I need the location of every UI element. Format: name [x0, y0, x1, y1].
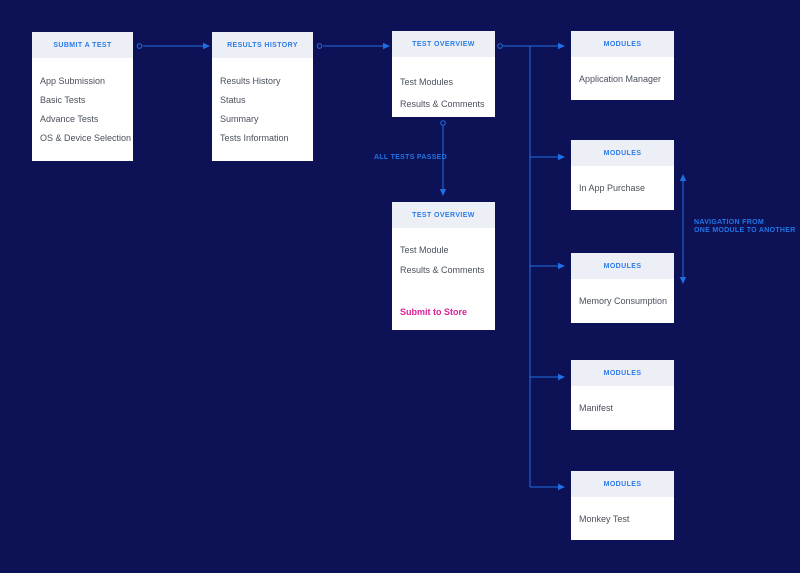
node-item-list: App Submission Basic Tests Advance Tests… — [32, 58, 133, 144]
module-label: In App Purchase — [579, 182, 646, 193]
connector-branch-in-app-purchase — [530, 153, 565, 161]
node-title: TEST OVERVIEW — [412, 40, 475, 48]
connector-branch-manifest — [530, 373, 565, 381]
node-body: In App Purchase — [571, 166, 674, 209]
module-label: Application Manager — [579, 73, 662, 84]
node-body: Monkey Test — [571, 497, 674, 540]
node-title: MODULES — [603, 149, 642, 157]
node-header: MODULES — [571, 471, 674, 497]
node-item: Advance Tests — [40, 114, 99, 124]
node-item: Test Modules — [400, 77, 454, 87]
connector-branch-memory-consumption — [530, 262, 565, 270]
node-header: RESULTS HISTORY — [212, 32, 313, 58]
node-title: SUBMIT A TEST — [53, 41, 112, 49]
node-header: SUBMIT A TEST — [32, 32, 133, 58]
node-item: Summary — [220, 114, 259, 124]
module-label: Manifest — [579, 402, 614, 413]
node-item: App Submission — [40, 76, 106, 86]
node-title: MODULES — [603, 369, 642, 377]
submit-to-store-label: Submit to Store — [400, 307, 467, 317]
connector-overview-to-modules — [497, 42, 565, 50]
node-item: Results & Comments — [400, 99, 485, 109]
connector-all-tests-passed — [439, 120, 447, 196]
node-item: Basic Tests — [40, 95, 86, 105]
node-module-in-app-purchase: MODULES In App Purchase — [571, 140, 674, 210]
node-module-monkey-test: MODULES Monkey Test — [571, 471, 674, 540]
node-item-list: Test Modules Results & Comments — [392, 57, 495, 110]
node-title: MODULES — [603, 480, 642, 488]
module-navigation-label-line1: NAVIGATION FROM — [694, 219, 764, 226]
node-header: MODULES — [571, 31, 674, 57]
node-title: MODULES — [603, 262, 642, 270]
node-header: MODULES — [571, 253, 674, 279]
connector-results-to-overview — [316, 42, 390, 50]
node-results-history: RESULTS HISTORY Results History Status S… — [212, 32, 313, 161]
node-item: Status — [220, 95, 246, 105]
node-item: Results & Comments — [400, 265, 485, 275]
node-body: Memory Consumption — [571, 279, 674, 322]
node-title: RESULTS HISTORY — [227, 41, 298, 49]
node-submit-a-test: SUBMIT A TEST App Submission Basic Tests… — [32, 32, 133, 161]
node-item-list: Results History Status Summary Tests Inf… — [212, 58, 313, 144]
node-test-overview-1: TEST OVERVIEW Test Modules Results & Com… — [392, 31, 495, 117]
node-item: Results History — [220, 76, 281, 86]
node-item: Tests Information — [220, 133, 289, 143]
node-item: OS & Device Selection — [40, 133, 132, 143]
node-test-overview-2: TEST OVERVIEW Test Module Results & Comm… — [392, 202, 495, 330]
connector-branch-monkey-test — [530, 483, 565, 491]
node-item: Test Module — [400, 245, 449, 255]
module-navigation-label: NAVIGATION FROM ONE MODULE TO ANOTHER — [694, 219, 796, 235]
all-tests-passed-label: ALL TESTS PASSED — [374, 154, 447, 161]
node-header: MODULES — [571, 140, 674, 166]
node-body: Manifest — [571, 386, 674, 429]
node-module-application-manager: MODULES Application Manager — [571, 31, 674, 100]
node-header: TEST OVERVIEW — [392, 202, 495, 228]
node-body: Application Manager — [571, 57, 674, 100]
node-title: TEST OVERVIEW — [412, 211, 475, 219]
module-label: Monkey Test — [579, 513, 630, 524]
node-header: MODULES — [571, 360, 674, 386]
node-module-memory-consumption: MODULES Memory Consumption — [571, 253, 674, 323]
module-label: Memory Consumption — [579, 295, 668, 306]
node-title: MODULES — [603, 40, 642, 48]
node-header: TEST OVERVIEW — [392, 31, 495, 57]
module-navigation-label-line2: ONE MODULE TO ANOTHER — [694, 227, 796, 234]
connector-submit-to-results — [136, 42, 210, 50]
connector-module-navigation — [679, 174, 687, 284]
node-item-list: Test Module Results & Comments Submit to… — [392, 228, 495, 318]
node-module-manifest: MODULES Manifest — [571, 360, 674, 430]
